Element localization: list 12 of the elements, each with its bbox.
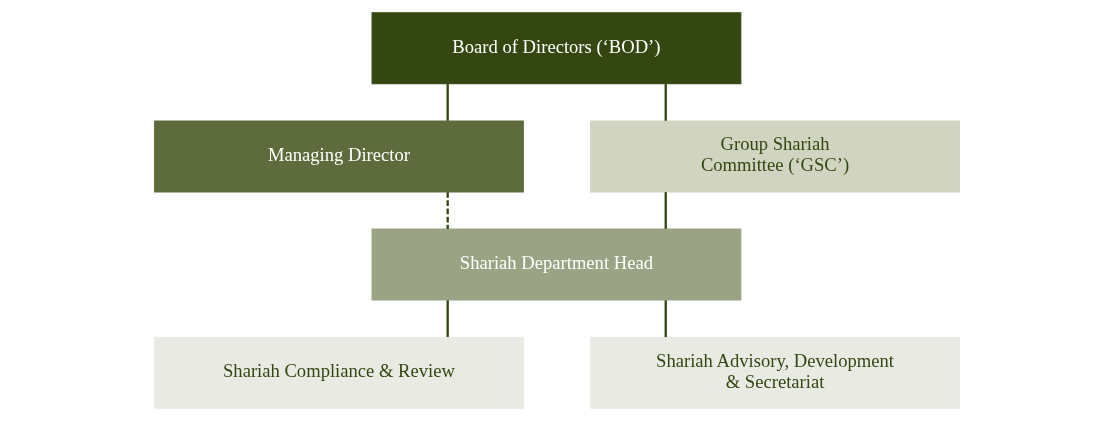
connector <box>664 192 667 229</box>
connector <box>446 84 449 121</box>
connector <box>446 192 449 229</box>
connector <box>446 300 449 338</box>
node-box: Shariah Advisory, Development & Secretariat <box>590 336 960 409</box>
node-box: Group Shariah Committee (‘GSC’) <box>590 120 960 193</box>
connector <box>664 300 667 338</box>
node-box: Shariah Compliance & Review <box>154 336 524 409</box>
node-box: Shariah Department Head <box>371 228 742 301</box>
connector <box>664 84 667 121</box>
node-box: Board of Directors (‘BOD’) <box>371 12 742 85</box>
node-box: Managing Director <box>154 120 524 193</box>
